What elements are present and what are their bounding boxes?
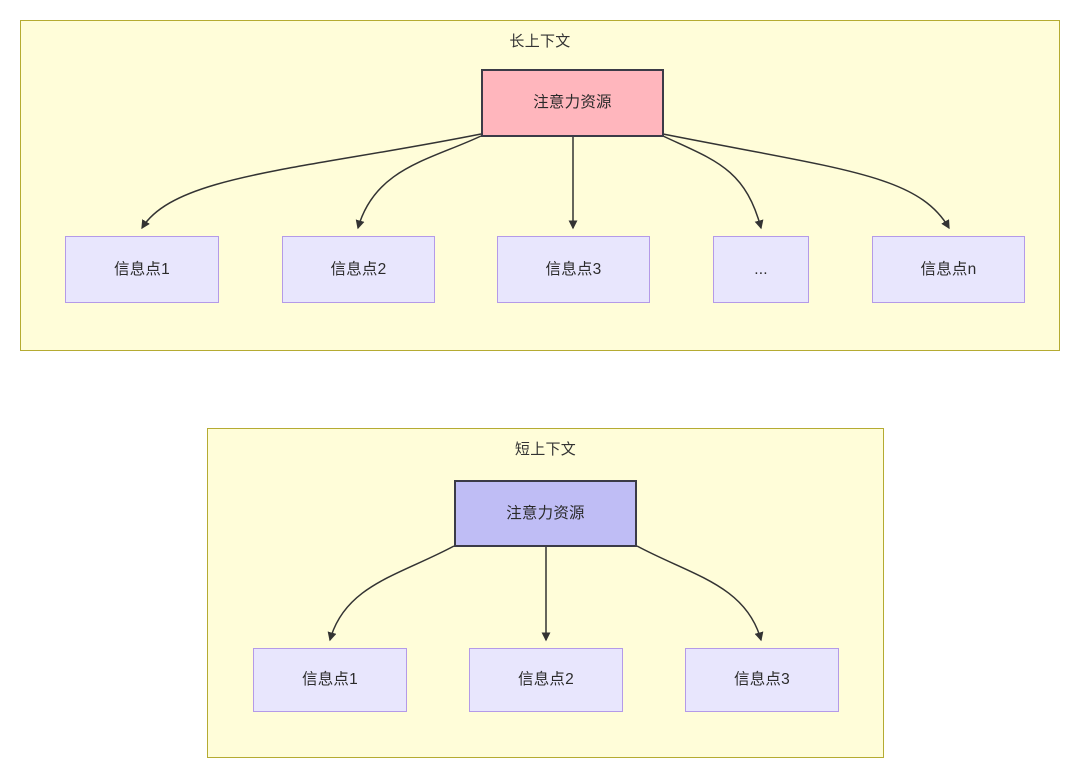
node-long-info-1-label: 信息点1 [114,260,170,278]
group-long-context-title: 长上下文 [509,33,571,50]
node-long-info-n-label: 信息点n [920,260,977,278]
node-short-info-3[interactable]: 信息点3 [685,648,839,712]
node-long-info-3[interactable]: 信息点3 [497,236,650,303]
group-short-context-title: 短上下文 [514,441,577,458]
node-long-info-1[interactable]: 信息点1 [65,236,219,303]
node-long-info-ellipsis-label: ... [754,260,768,278]
node-long-attention-resource-label: 注意力资源 [533,94,612,112]
node-long-info-2[interactable]: 信息点2 [282,236,435,303]
node-long-attention-resource[interactable]: 注意力资源 [481,69,664,137]
node-long-info-3-label: 信息点3 [545,260,602,278]
node-short-attention-resource-label: 注意力资源 [506,504,585,522]
node-short-info-2-label: 信息点2 [518,671,574,689]
node-short-info-1-label: 信息点1 [302,671,358,689]
node-long-info-2-label: 信息点2 [330,260,387,278]
node-short-attention-resource[interactable]: 注意力资源 [454,480,637,547]
node-long-info-n[interactable]: 信息点n [872,236,1025,303]
node-short-info-1[interactable]: 信息点1 [253,648,407,712]
node-short-info-3-label: 信息点3 [734,671,790,689]
node-long-info-ellipsis[interactable]: ... [713,236,809,303]
node-short-info-2[interactable]: 信息点2 [469,648,623,712]
